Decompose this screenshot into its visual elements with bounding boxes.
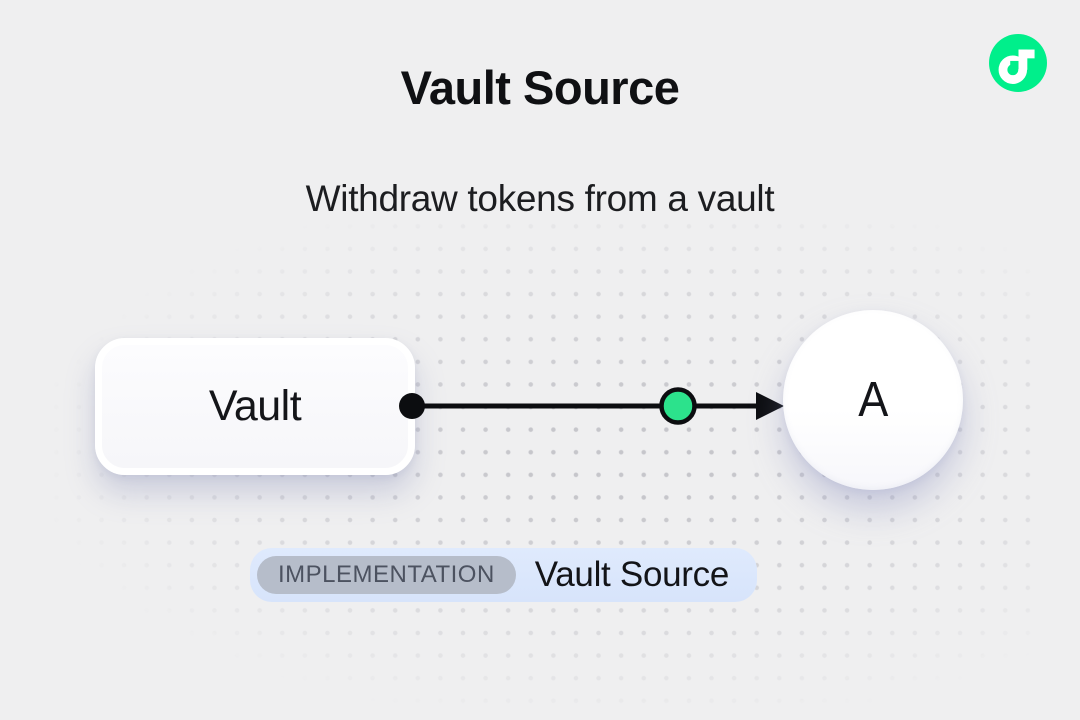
edge-token-dot [659, 387, 697, 425]
implementation-tag: IMPLEMENTATION [257, 556, 516, 594]
vault-node: Vault [95, 338, 415, 475]
flow-logo-icon [989, 34, 1047, 92]
edge-start-dot [399, 393, 425, 419]
page-subtitle: Withdraw tokens from a vault [305, 178, 775, 219]
page-title: Vault Source [400, 61, 680, 114]
edge-arrow [399, 387, 784, 425]
target-node-label: A [857, 373, 889, 427]
edge-arrowhead-icon [756, 392, 784, 420]
implementation-label: Vault Source [534, 555, 730, 594]
implementation-badge: IMPLEMENTATION Vault Source [250, 548, 757, 602]
vault-node-label: Vault [208, 382, 302, 430]
target-node: A [783, 310, 963, 490]
